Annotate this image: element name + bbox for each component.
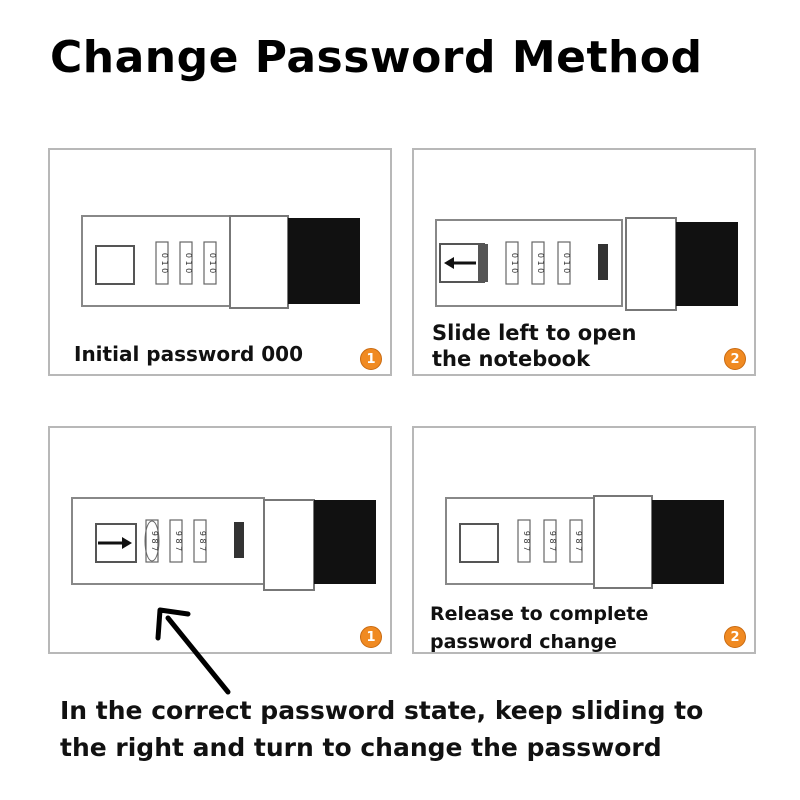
dial-digits: 0 1 0: [562, 253, 571, 273]
dial-wheel: [557, 241, 571, 285]
caption-line: Initial password 000: [74, 342, 303, 366]
dial-wheel: [155, 241, 169, 285]
dial-digits: 9 8 7: [574, 531, 583, 551]
button-square-icon: [459, 523, 499, 563]
step-panel-1-initial: 0 1 0 0 1 0 0 1 0 Initial password 000 1: [48, 148, 392, 376]
dial-wheel: [505, 241, 519, 285]
slider-cover: [593, 495, 653, 589]
step-panel-2-slide-left: 0 1 0 0 1 0 0 1 0 Slide left to open the…: [412, 148, 756, 376]
step-badge: 1: [360, 626, 382, 648]
lock-illustration: 0 1 0 0 1 0 0 1 0: [81, 215, 360, 309]
dial-digits: 0 1 0: [160, 253, 169, 273]
caption-line: Release to complete: [430, 603, 649, 625]
dial-digits: 9 8 7: [150, 531, 159, 551]
dial-wheel: [517, 519, 531, 563]
panel-caption: Initial password 000: [74, 342, 303, 367]
dial-wheel: [531, 241, 545, 285]
instruction-line: In the correct password state, keep slid…: [60, 696, 704, 725]
step-panel-3-slide-right: 9 8 7 9 8 7 9 8 7 1: [48, 426, 392, 654]
dial-wheel: [569, 519, 583, 563]
caption-line: Slide left to open: [432, 321, 637, 345]
rotate-indicator: [144, 520, 160, 562]
latch-icon: [598, 244, 608, 280]
dial-digits: 9 8 7: [522, 531, 531, 551]
dial-digits: 0 1 0: [208, 253, 217, 273]
panel-caption: Release to complete password change: [430, 600, 648, 656]
lock-illustration: 9 8 7 9 8 7 9 8 7: [71, 497, 376, 591]
notebook-strap: [288, 218, 360, 304]
step-badge: 1: [360, 348, 382, 370]
button-square-icon: [95, 245, 135, 285]
dial-digits: 9 8 7: [198, 531, 207, 551]
dial-digits: 9 8 7: [174, 531, 183, 551]
slider-cover: [263, 499, 315, 591]
dial-wheel: [543, 519, 557, 563]
dial-digits: 9 8 7: [548, 531, 557, 551]
caption-line: the notebook: [432, 347, 591, 372]
page-title: Change Password Method: [50, 32, 703, 83]
lock-illustration: 0 1 0 0 1 0 0 1 0: [435, 217, 738, 311]
dial-wheel: [203, 241, 217, 285]
dial-wheel: [193, 519, 207, 563]
notebook-strap: [652, 500, 724, 584]
dial-wheel: [145, 519, 159, 563]
step-badge: 2: [724, 348, 746, 370]
step-badge: 2: [724, 626, 746, 648]
notebook-strap: [676, 222, 738, 306]
pointer-arrow-icon: [155, 607, 231, 695]
dial-digits: 0 1 0: [536, 253, 545, 273]
dial-digits: 0 1 0: [184, 253, 193, 273]
slider-cover: [625, 217, 677, 311]
step-panel-4-release: 9 8 7 9 8 7 9 8 7 Release to complete pa…: [412, 426, 756, 654]
caption-line: password change: [430, 631, 617, 653]
dial-digits: 0 1 0: [510, 253, 519, 273]
lock-illustration: 9 8 7 9 8 7 9 8 7: [445, 495, 724, 589]
button-edge: [478, 244, 488, 282]
dial-wheel: [169, 519, 183, 563]
instruction-line: the right and turn to change the passwor…: [60, 733, 662, 762]
instruction-text: In the correct password state, keep slid…: [60, 692, 760, 766]
dial-wheel: [179, 241, 193, 285]
notebook-strap: [314, 500, 376, 584]
latch-icon: [234, 522, 244, 558]
slider-cover: [229, 215, 289, 309]
panel-caption: Slide left to open the notebook: [432, 320, 636, 373]
